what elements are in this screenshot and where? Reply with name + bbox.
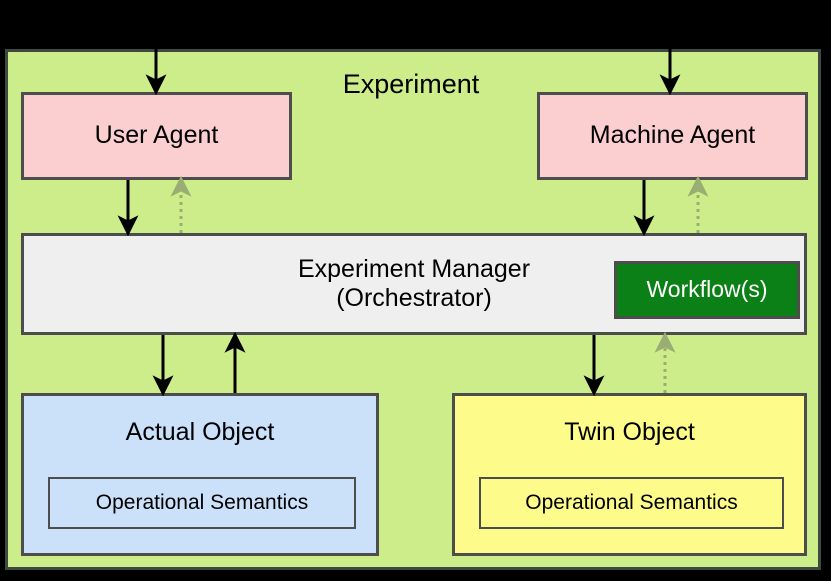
actual-object-operational-semantics[interactable]: Operational Semantics — [48, 477, 356, 529]
experiment-title: Experiment — [342, 68, 480, 99]
workflows-label: Workflow(s) — [646, 276, 768, 303]
workflows-node[interactable]: Workflow(s) — [614, 261, 800, 319]
experiment-manager-line1: Experiment Manager — [297, 254, 531, 283]
twin-object-node[interactable]: Twin Object Operational Semantics — [452, 393, 807, 556]
twin-object-semantics-label: Operational Semantics — [525, 490, 738, 514]
actual-object-node[interactable]: Actual Object Operational Semantics — [21, 393, 379, 556]
user-agent-label: User Agent — [94, 121, 219, 150]
user-agent-node[interactable]: User Agent — [21, 92, 292, 180]
machine-agent-label: Machine Agent — [589, 121, 756, 150]
twin-object-operational-semantics[interactable]: Operational Semantics — [479, 477, 784, 529]
actual-object-label: Actual Object — [125, 418, 275, 446]
actual-object-semantics-label: Operational Semantics — [95, 490, 309, 514]
experiment-manager-line2: (Orchestrator) — [336, 284, 492, 312]
experiment-manager-label-group: Experiment Manager (Orchestrator) — [24, 236, 804, 332]
twin-object-label: Twin Object — [564, 418, 695, 446]
experiment-manager-node[interactable]: Experiment Manager (Orchestrator) Workfl… — [21, 233, 807, 335]
machine-agent-node[interactable]: Machine Agent — [537, 92, 808, 180]
